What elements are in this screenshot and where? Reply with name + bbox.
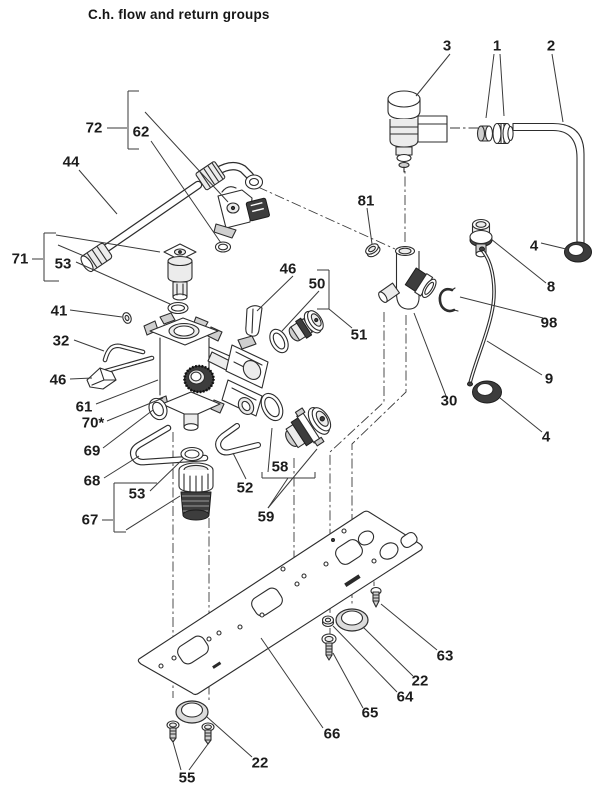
part-label-72: 72 (86, 120, 103, 137)
vent-cartridge (163, 243, 197, 315)
part-label-32: 32 (53, 333, 70, 350)
part-label-41: 41 (51, 303, 68, 320)
part-label-66: 66 (324, 726, 341, 743)
part-label-58: 58 (272, 459, 289, 476)
mounting-plate-66 (137, 510, 423, 696)
part-label-52: 52 (237, 480, 254, 497)
plate-print-mark (344, 574, 361, 588)
part-label-46a: 46 (280, 261, 297, 278)
part-label-3: 3 (443, 38, 451, 55)
page-title: C.h. flow and return groups (88, 7, 270, 22)
part-label-62: 62 (133, 124, 150, 141)
actuator-59 (285, 407, 332, 449)
u-clip-52 (215, 423, 261, 456)
valve-part-3 (387, 90, 448, 173)
part-label-59: 59 (258, 509, 275, 526)
oring-53-lower (180, 446, 204, 462)
screw-63 (370, 586, 382, 608)
nut-81 (365, 243, 381, 258)
part-label-53a: 53 (55, 256, 72, 273)
part-label-64: 64 (397, 689, 414, 706)
oring-50 (269, 328, 289, 354)
part-label-98: 98 (541, 315, 558, 332)
pin-41 (122, 312, 132, 324)
clip-46-left (86, 367, 117, 390)
washer-22-right (335, 608, 369, 632)
part-label-81: 81 (358, 193, 375, 210)
plate-small-holes (158, 528, 377, 669)
part-label-69: 69 (84, 443, 101, 460)
capillary-wire-9 (467, 246, 496, 387)
part-label-53b: 53 (129, 486, 146, 503)
screws-55 (166, 720, 215, 745)
screw-65 (321, 633, 337, 661)
part-label-8: 8 (547, 279, 555, 296)
plate-print-mark-small (212, 661, 222, 669)
nut-64 (321, 615, 335, 628)
group-brackets (32, 90, 353, 533)
part-label-71: 71 (12, 251, 29, 268)
ch-pipe-44 (90, 161, 264, 261)
washer-22-left (175, 700, 209, 724)
part-label-67: 67 (82, 512, 99, 529)
cartridge-51 (288, 310, 324, 342)
part-label-1: 1 (493, 38, 501, 55)
sensor-part-62 (213, 186, 270, 253)
part-label-63: 63 (437, 648, 454, 665)
part-label-22a: 22 (412, 673, 429, 690)
part-label-30: 30 (441, 393, 458, 410)
grommet-4-bottom (472, 380, 502, 404)
flow-group-manifold (143, 312, 269, 431)
part-label-70: 70* (82, 415, 105, 432)
part-label-4b: 4 (542, 429, 551, 446)
ch-pipe-2 (512, 122, 585, 244)
part-label-61: 61 (76, 399, 93, 416)
leader-lines (55, 53, 567, 771)
u-pipe-68 (129, 424, 209, 466)
part-label-22b: 22 (252, 755, 269, 772)
compression-fittings-1 (476, 122, 514, 145)
fork-clip-46 (245, 305, 263, 337)
oring-69 (148, 397, 168, 421)
part-label-4a: 4 (530, 238, 539, 255)
spring-clip-32 (96, 343, 155, 376)
part-label-50: 50 (309, 276, 326, 293)
part-label-65: 65 (362, 705, 379, 722)
part-label-46b: 46 (50, 372, 67, 389)
part-label-9: 9 (545, 371, 553, 388)
threaded-fitting-67 (178, 462, 214, 521)
part-label-2: 2 (547, 38, 555, 55)
t-valve-30 (378, 245, 437, 310)
part-label-55: 55 (179, 770, 196, 787)
part-label-44: 44 (63, 154, 80, 171)
grommet-4-top (564, 241, 592, 263)
oring-58 (260, 392, 284, 422)
part-label-51: 51 (351, 327, 368, 344)
c-clip-98 (438, 287, 459, 313)
part-label-68: 68 (84, 473, 101, 490)
